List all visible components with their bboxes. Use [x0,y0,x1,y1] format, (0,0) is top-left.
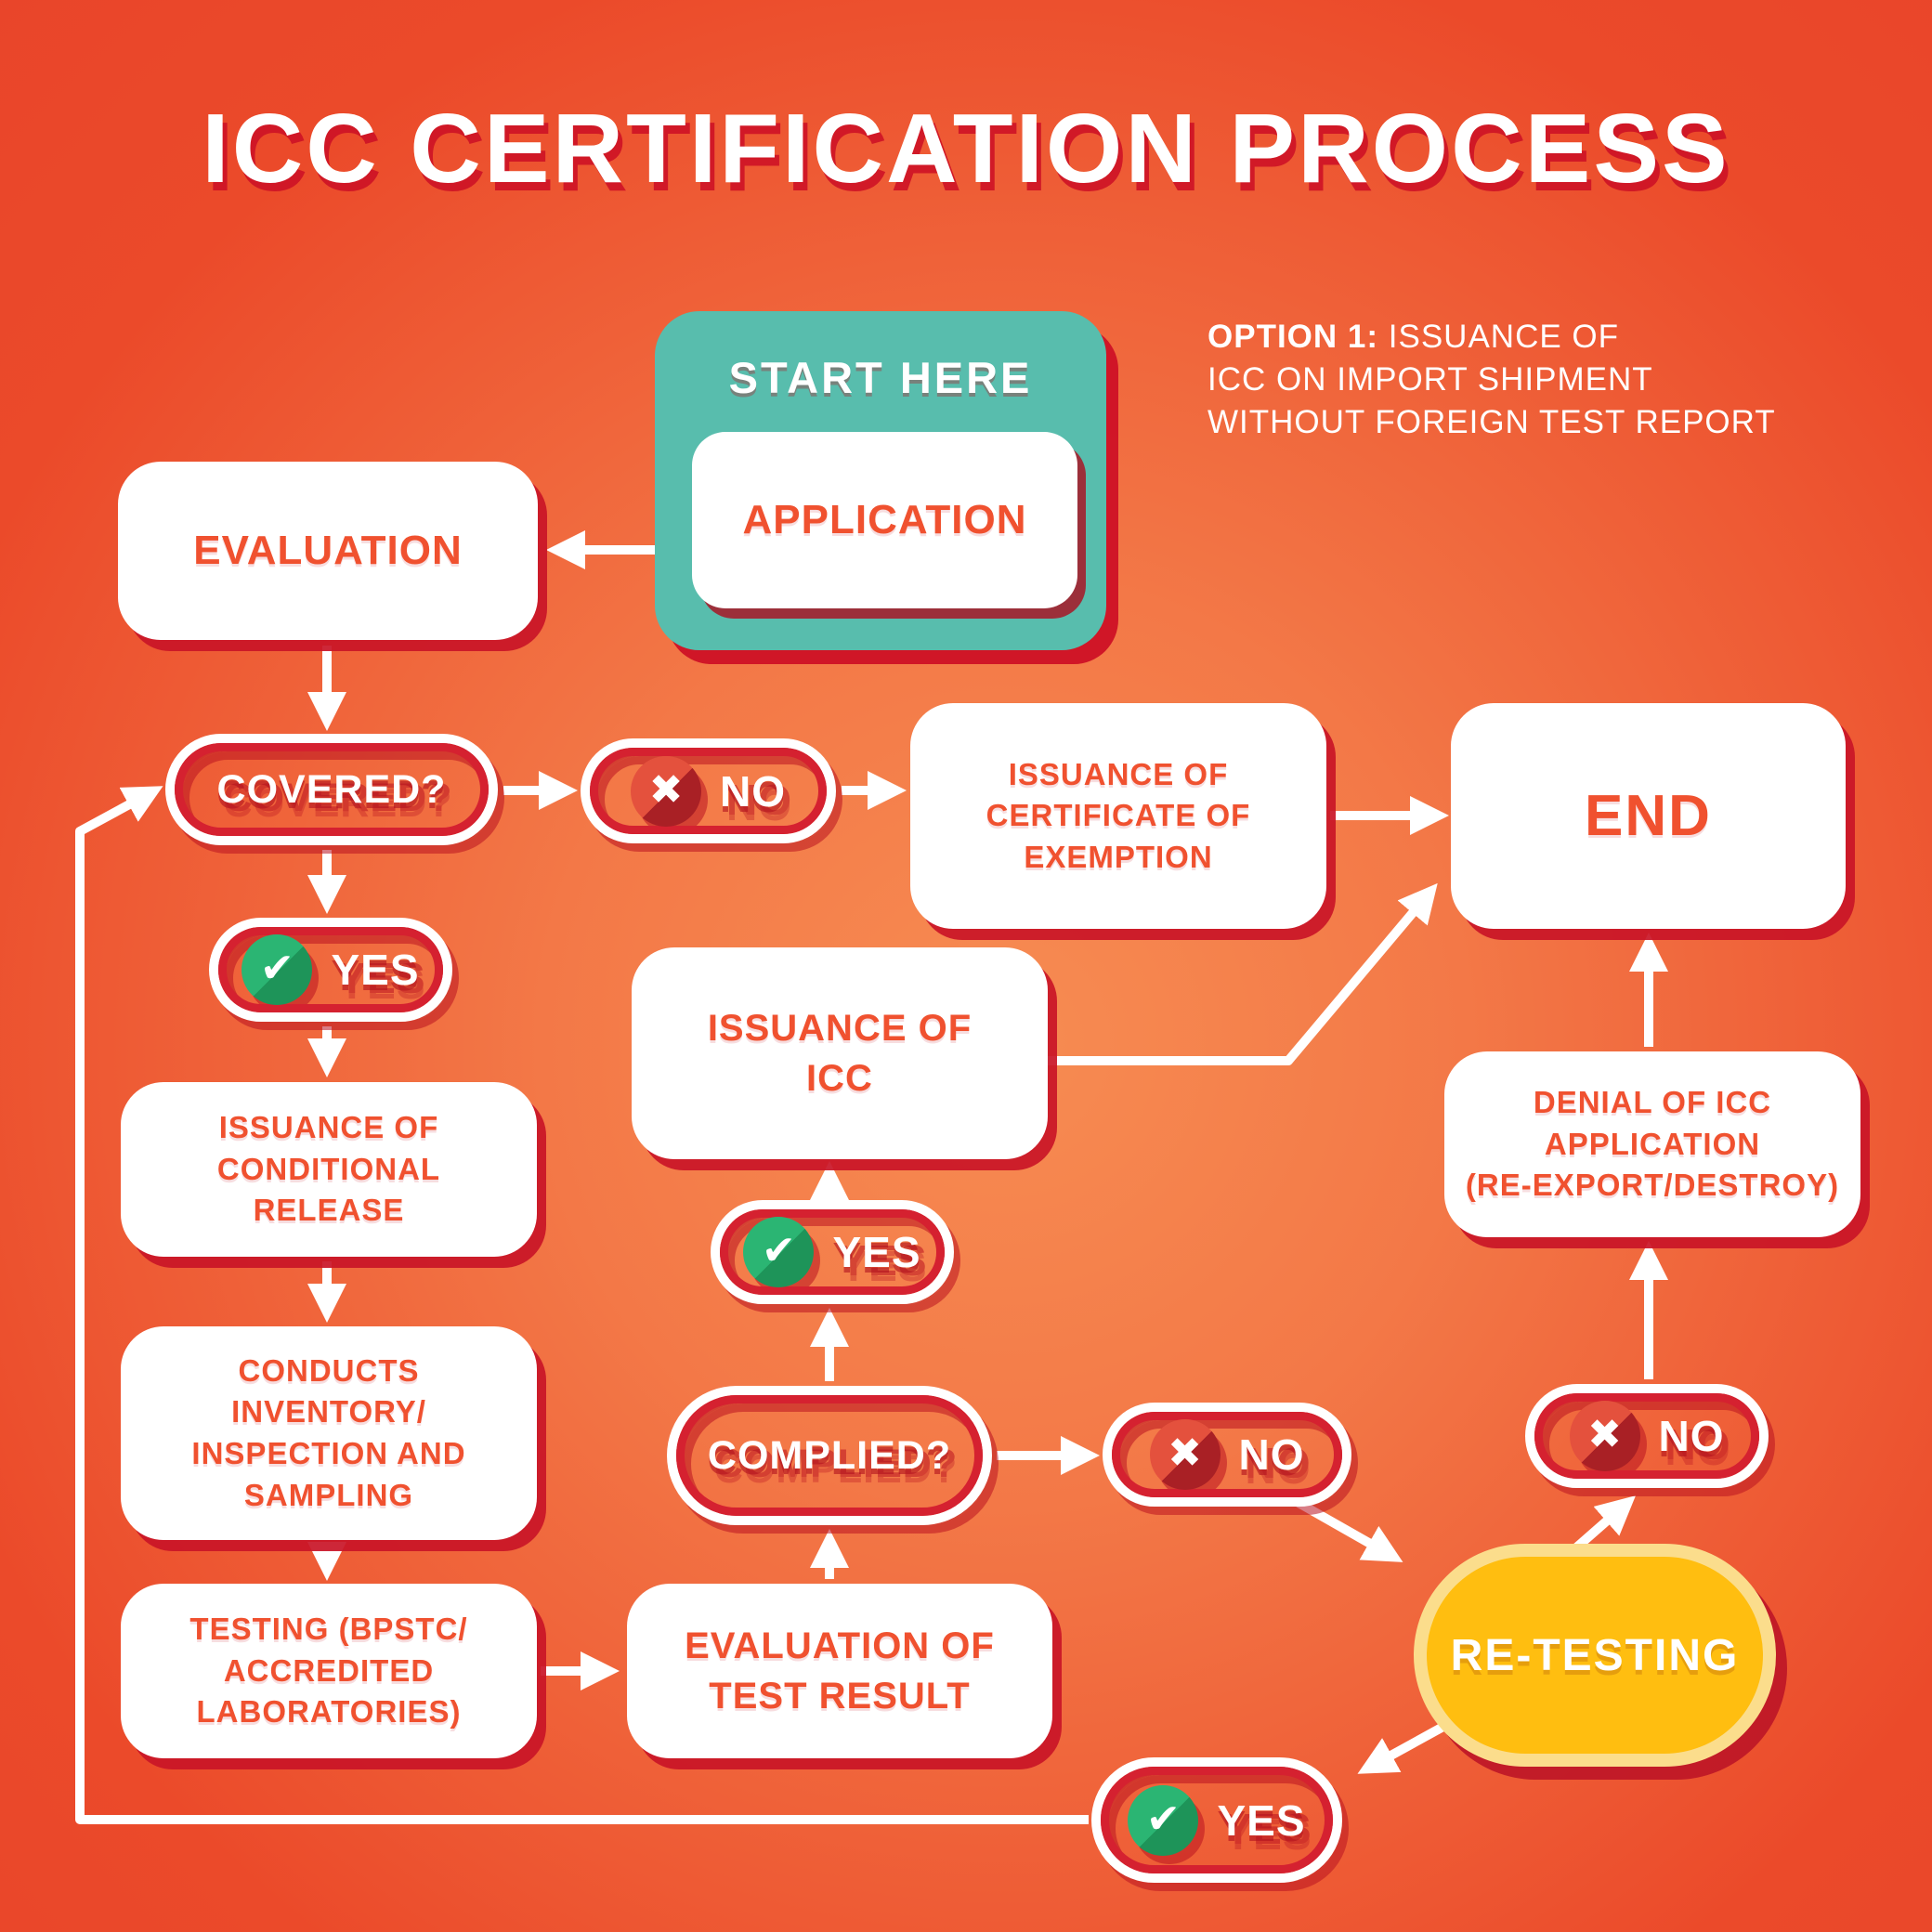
check-glyph: ✔ [260,945,294,992]
application-label: APPLICATION [742,497,1027,543]
check-glyph: ✔ [762,1227,796,1274]
node-conducts-inventory: CONDUCTS INVENTORY/ INSPECTION AND SAMPL… [121,1326,537,1540]
node-testing: TESTING (BPSTC/ ACCREDITED LABORATORIES) [121,1584,537,1758]
node-yes-retest: ✔ YES [1091,1757,1342,1883]
testing-label: TESTING (BPSTC/ ACCREDITED LABORATORIES) [189,1612,468,1730]
covered-label: COVERED? [216,766,447,812]
node-covered: COVERED? [165,734,498,845]
cross-glyph: ✖ [648,765,684,814]
no-complied-label: NO [1238,1430,1305,1479]
arrow-retesting-to-no [1571,1495,1637,1553]
node-end: END [1451,703,1846,929]
cross-glyph: ✖ [1168,1429,1202,1477]
yes-complied-label: YES [832,1228,921,1276]
node-no-retest: ✖ NO [1525,1384,1769,1488]
option-note-line2: ICC ON IMPORT SHIPMENT [1208,361,1653,398]
node-yes-complied: ✔ YES [711,1200,954,1304]
node-start-here: START HERE APPLICATION [655,311,1106,650]
no-exemption-label: NO [720,766,786,816]
certificate-exemption-label: ISSUANCE OF CERTIFICATE OF EXEMPTION [986,756,1251,874]
cross-icon: ✖ [1149,1419,1221,1490]
page-title: ICC CERTIFICATION PROCESS [202,94,1730,203]
cross-icon: ✖ [1569,1401,1640,1471]
start-here-label: START HERE [728,353,1033,402]
option-note-line1-rest: ISSUANCE OF [1378,319,1620,355]
yes-retest-label: YES [1217,1795,1306,1845]
denial-label: DENIAL OF ICC APPLICATION (RE-EXPORT/DES… [1465,1085,1840,1203]
option-note-prefix: OPTION 1: [1208,319,1379,355]
conditional-release-label: ISSUANCE OF CONDITIONAL RELEASE [216,1110,441,1228]
check-icon: ✔ [743,1217,815,1287]
check-icon: ✔ [1128,1784,1199,1856]
node-evaluation: EVALUATION [118,462,538,640]
node-no-complied: ✖ NO [1103,1403,1351,1507]
check-glyph: ✔ [1146,1795,1181,1843]
option-note-line3: WITHOUT FOREIGN TEST REPORT [1208,404,1776,441]
arrow-icc-to-end [1045,882,1438,1065]
option-note: OPTION 1: ISSUANCE OF ICC ON IMPORT SHIP… [1208,316,1821,445]
node-evaluation-test-result: EVALUATION OF TEST RESULT [627,1584,1052,1758]
node-denial: DENIAL OF ICC APPLICATION (RE-EXPORT/DES… [1444,1051,1860,1237]
node-yes-covered: ✔ YES [209,918,452,1022]
issuance-icc-label: ISSUANCE OF ICC [707,1008,973,1099]
complied-label: COMPLIED? [707,1432,952,1478]
retesting-label: RE-TESTING [1450,1630,1740,1680]
no-retest-label: NO [1658,1412,1725,1460]
arrow-no-to-retesting [1296,1498,1403,1562]
node-complied: COMPLIED? [667,1386,992,1525]
end-label: END [1585,783,1712,848]
evaluation-label: EVALUATION [193,528,463,574]
cross-glyph: ✖ [1587,1411,1622,1458]
node-issuance-icc: ISSUANCE OF ICC [632,947,1048,1159]
yes-covered-label: YES [331,946,420,994]
node-no-exemption: ✖ NO [581,738,836,843]
check-icon: ✔ [242,934,313,1005]
evaluation-test-result-label: EVALUATION OF TEST RESULT [685,1625,995,1717]
node-retesting: RE-TESTING [1414,1544,1776,1767]
option-note-line1: OPTION 1: ISSUANCE OF [1208,316,1821,359]
node-application: APPLICATION [692,432,1077,608]
node-certificate-exemption: ISSUANCE OF CERTIFICATE OF EXEMPTION [910,703,1326,929]
node-conditional-release: ISSUANCE OF CONDITIONAL RELEASE [121,1082,537,1257]
cross-icon: ✖ [631,755,701,827]
arrow-yes-loop-to-covered [75,786,1089,1824]
conducts-inventory-label: CONDUCTS INVENTORY/ INSPECTION AND SAMPL… [191,1352,466,1512]
